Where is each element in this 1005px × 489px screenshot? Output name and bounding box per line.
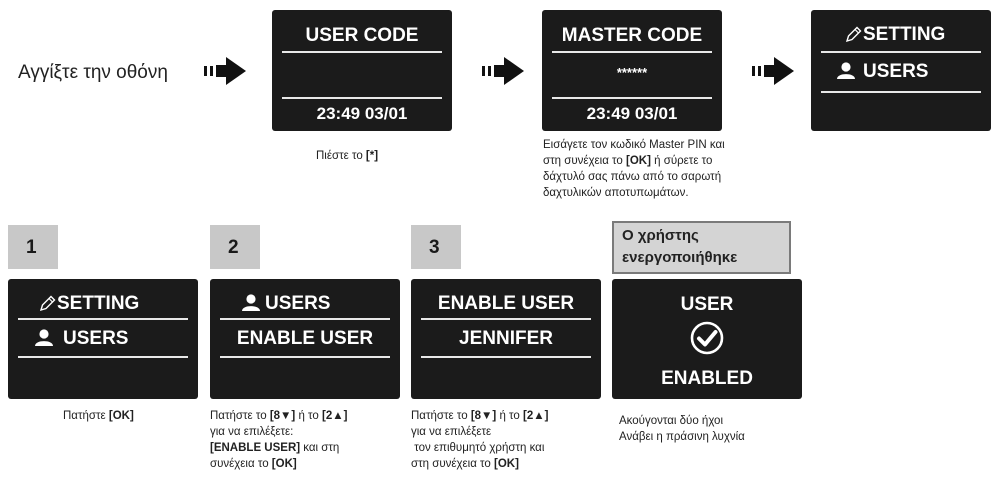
caption-line: Ανάβει η πράσινη λυχνία <box>619 431 745 443</box>
arrow-right-icon <box>204 57 246 85</box>
users-label: USERS <box>265 293 331 314</box>
result-top-label: USER <box>680 294 734 315</box>
caption-text: Πατήστε <box>63 410 109 422</box>
status-line: Ο χρήστης <box>622 227 699 244</box>
divider <box>421 356 591 358</box>
caption-line: στη συνέχεια το [OK] ή σύρετε το <box>543 153 773 169</box>
caption-line: δάχτυλό σας πάνω από το σαρωτή <box>543 171 722 183</box>
user-icon <box>35 329 53 346</box>
caption-text: στη συνέχεια το <box>543 155 627 167</box>
caption-line: δαχτυλικών αποτυπωμάτων. <box>543 187 689 199</box>
caption-press-star: Πιέστε το [*] <box>316 148 378 164</box>
user-icon <box>242 294 260 311</box>
user-icon <box>837 62 855 79</box>
masked-pin: ****** <box>616 65 648 80</box>
caption-text: Πατήστε το <box>210 410 270 422</box>
clock-time: 23:49 03/01 <box>316 104 408 123</box>
users-label: USERS <box>863 61 929 82</box>
divider <box>220 356 390 358</box>
key-label: [OK] <box>494 458 519 470</box>
setting-label: SETTING <box>863 24 946 45</box>
key-label: [*] <box>365 150 379 162</box>
master-code-title: MASTER CODE <box>561 25 703 46</box>
caption-result: Ακούγονται δύο ήχοι Ανάβει η πράσινη λυχ… <box>619 413 809 445</box>
key-label: [8▼] <box>269 410 296 422</box>
divider <box>282 51 442 53</box>
caption-text: συνέχεια το <box>210 458 272 470</box>
user-code-screen: USER CODE 23:49 03/01 <box>272 10 452 131</box>
caption-text: στη συνέχεια το <box>411 458 495 470</box>
divider <box>18 356 188 358</box>
master-code-screen: MASTER CODE ****** 23:49 03/01 <box>542 10 722 131</box>
caption-line: Πατήστε το [8▼] ή το [2▲] <box>210 408 405 424</box>
key-label: [OK] <box>626 155 651 167</box>
caption-line: στη συνέχεια το [OK] <box>411 456 606 472</box>
enable-user-title: ENABLE USER <box>437 293 575 314</box>
divider <box>18 318 188 320</box>
caption-line: Πατήστε το [8▼] ή το [2▲] <box>411 408 606 424</box>
caption-step1: Πατήστε [OK] <box>63 408 134 424</box>
caption-step3: Πατήστε το [8▼] ή το [2▲] για να επιλέξε… <box>411 408 606 472</box>
clock-time: 23:49 03/01 <box>586 104 678 123</box>
user-code-title: USER CODE <box>305 25 419 46</box>
step-number: 2 <box>210 225 260 269</box>
divider <box>821 51 981 53</box>
divider <box>282 97 442 99</box>
key-label: [OK] <box>108 410 134 422</box>
key-label: [ENABLE USER] <box>210 442 301 454</box>
divider <box>552 97 712 99</box>
arrow-right-icon <box>752 57 794 85</box>
setting-label: SETTING <box>57 293 140 314</box>
caption-master: Εισάγετε τον κωδικό Master PIN και στη σ… <box>543 137 773 201</box>
pencil-icon <box>40 295 56 311</box>
caption-line: για να επιλέξετε <box>411 426 492 438</box>
step1-screen: SETTING USERS <box>8 279 198 399</box>
divider <box>220 318 390 320</box>
enable-user-item: ENABLE USER <box>236 328 374 349</box>
caption-line: συνέχεια το [OK] <box>210 456 405 472</box>
caption-line: για να επιλέξετε: <box>210 426 294 438</box>
step3-screen: ENABLE USER JENNIFER <box>411 279 601 399</box>
caption-text: ή σύρετε το <box>650 155 713 167</box>
divider <box>421 318 591 320</box>
status-box: Ο χρήστης ενεργοποιήθηκε <box>612 221 791 274</box>
caption-text: και στη <box>300 442 340 454</box>
status-line: ενεργοποιήθηκε <box>622 249 738 266</box>
key-label: [OK] <box>271 458 297 470</box>
key-label: [8▼] <box>470 410 497 422</box>
caption-step2: Πατήστε το [8▼] ή το [2▲] για να επιλέξε… <box>210 408 405 472</box>
key-label: [2▲] <box>322 410 348 422</box>
caption-line: Εισάγετε τον κωδικό Master PIN και <box>543 139 725 151</box>
menu-screen: SETTING USERS <box>811 10 991 131</box>
users-label: USERS <box>63 328 129 349</box>
intro-text: Αγγίξτε την οθόνη <box>18 62 168 83</box>
selected-user-name: JENNIFER <box>459 328 553 349</box>
caption-line: τον επιθυμητό χρήστη και <box>411 442 545 454</box>
caption-text: Πιέστε το <box>316 150 366 162</box>
step-number: 1 <box>8 225 58 269</box>
pencil-icon <box>846 26 862 42</box>
caption-text: Πατήστε το <box>411 410 471 422</box>
step2-screen: USERS ENABLE USER <box>210 279 400 399</box>
key-label: [2▲] <box>523 410 549 422</box>
caption-text: ή το <box>295 410 323 422</box>
divider <box>552 51 712 53</box>
caption-text: ή το <box>496 410 524 422</box>
result-bottom-label: ENABLED <box>661 368 753 389</box>
checkmark-circle-icon <box>690 321 724 355</box>
step-number: 3 <box>411 225 461 269</box>
caption-line: [ENABLE USER] και στη <box>210 440 405 456</box>
divider <box>821 91 981 93</box>
arrow-right-icon <box>482 57 524 85</box>
result-screen: USER ENABLED <box>612 279 802 399</box>
caption-line: Ακούγονται δύο ήχοι <box>619 415 723 427</box>
